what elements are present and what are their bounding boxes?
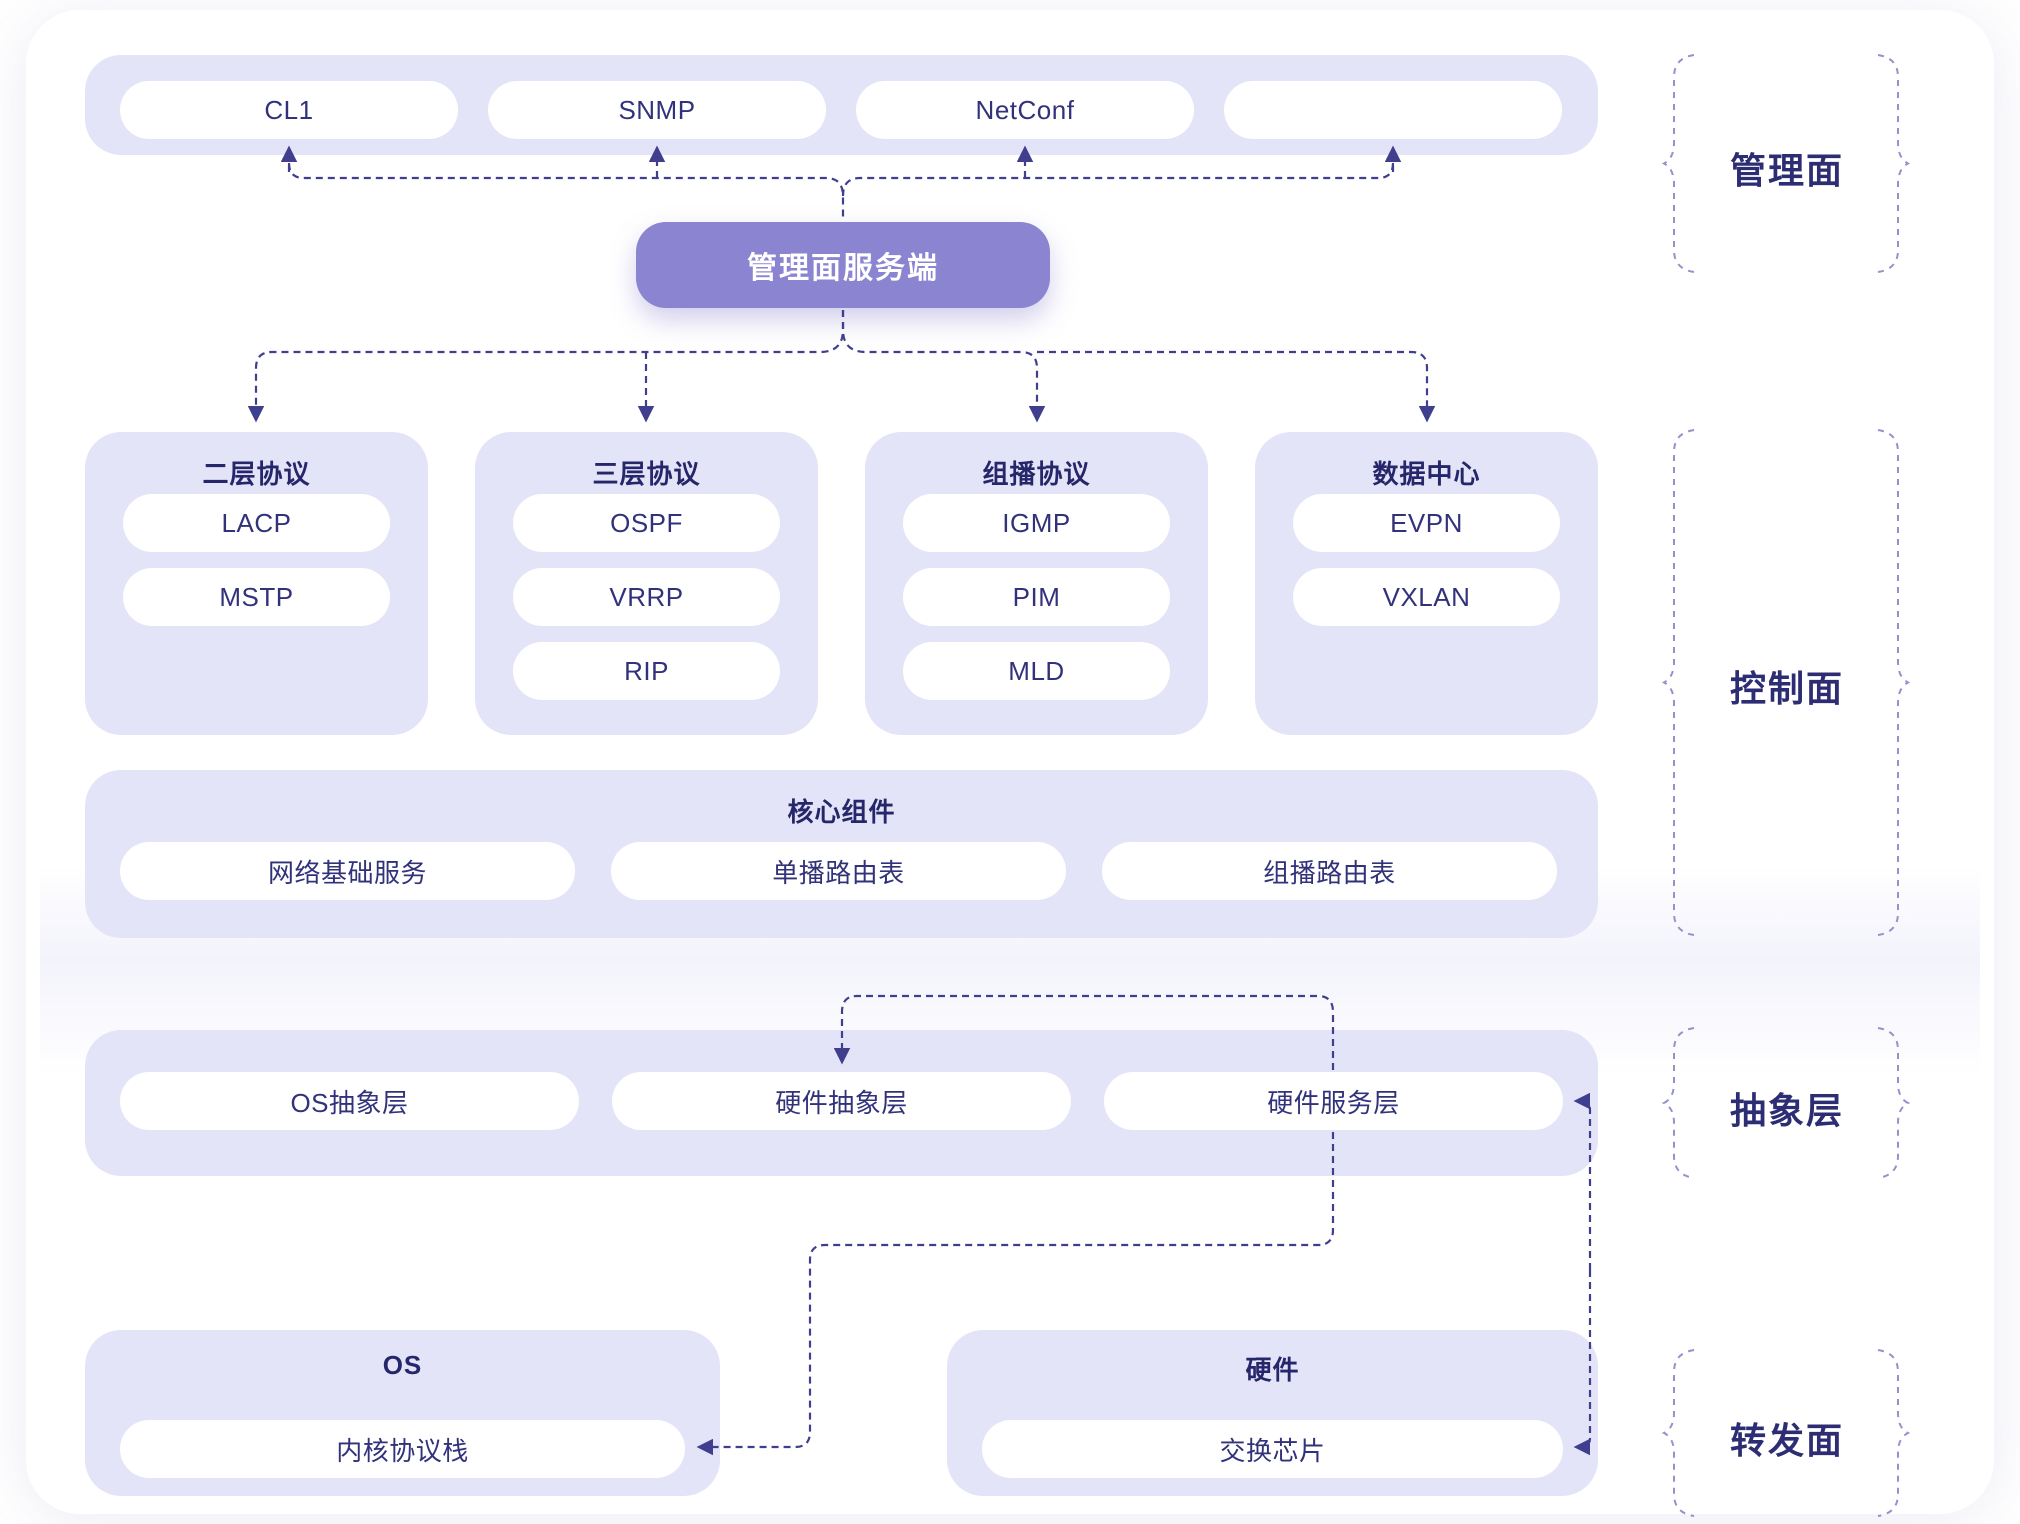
node-rip: RIP (513, 642, 780, 700)
node-os-abstraction: OS抽象层 (120, 1072, 579, 1130)
node-hardware-abstraction: 硬件抽象层 (612, 1072, 1071, 1130)
node-snmp: SNMP (488, 81, 826, 139)
node-empty (1224, 81, 1562, 139)
node-kernel-protocol-stack: 内核协议栈 (120, 1420, 685, 1478)
node-ospf: OSPF (513, 494, 780, 552)
node-mstp: MSTP (123, 568, 390, 626)
hardware-box: 硬件 交换芯片 (947, 1330, 1598, 1496)
node-pim: PIM (903, 568, 1170, 626)
box-title: 核心组件 (787, 797, 896, 827)
abstraction-layer-container: OS抽象层 硬件抽象层 硬件服务层 (85, 1030, 1598, 1176)
node-netconf: NetConf (856, 81, 1194, 139)
core-components-box: 核心组件 网络基础服务 单播路由表 组播路由表 (85, 770, 1598, 938)
label-abstraction-layer: 抽象层 (1729, 1090, 1844, 1131)
node-lacp: LACP (123, 494, 390, 552)
box-title: 组播协议 (982, 459, 1091, 489)
layer2-protocols-box: 二层协议 LACP MSTP (85, 432, 428, 735)
node-multicast-routing-table: 组播路由表 (1102, 842, 1557, 900)
box-title: 二层协议 (202, 459, 311, 489)
node-hardware-service: 硬件服务层 (1104, 1072, 1563, 1130)
node-switch-chip: 交换芯片 (982, 1420, 1563, 1478)
layer3-protocols-box: 三层协议 OSPF VRRP RIP (475, 432, 818, 735)
label-forwarding-plane: 转发面 (1729, 1420, 1844, 1461)
node-evpn: EVPN (1293, 494, 1560, 552)
multicast-protocols-box: 组播协议 IGMP PIM MLD (865, 432, 1208, 735)
node-mld: MLD (903, 642, 1170, 700)
box-title: 三层协议 (592, 459, 701, 489)
node-unicast-routing-table: 单播路由表 (611, 842, 1066, 900)
os-box: OS 内核协议栈 (85, 1330, 720, 1496)
label-management-plane: 管理面 (1729, 150, 1844, 191)
management-server-node: 管理面服务端 (636, 222, 1050, 308)
box-title: OS (382, 1350, 423, 1380)
box-title: 硬件 (1245, 1355, 1300, 1385)
label-control-plane: 控制面 (1729, 668, 1844, 709)
datacenter-protocols-box: 数据中心 EVPN VXLAN (1255, 432, 1598, 735)
node-cli: CL1 (120, 81, 458, 139)
node-vrrp: VRRP (513, 568, 780, 626)
node-network-base-service: 网络基础服务 (120, 842, 575, 900)
management-interfaces-container: CL1 SNMP NetConf (85, 55, 1598, 155)
box-title: 数据中心 (1372, 459, 1481, 489)
node-igmp: IGMP (903, 494, 1170, 552)
node-vxlan: VXLAN (1293, 568, 1560, 626)
